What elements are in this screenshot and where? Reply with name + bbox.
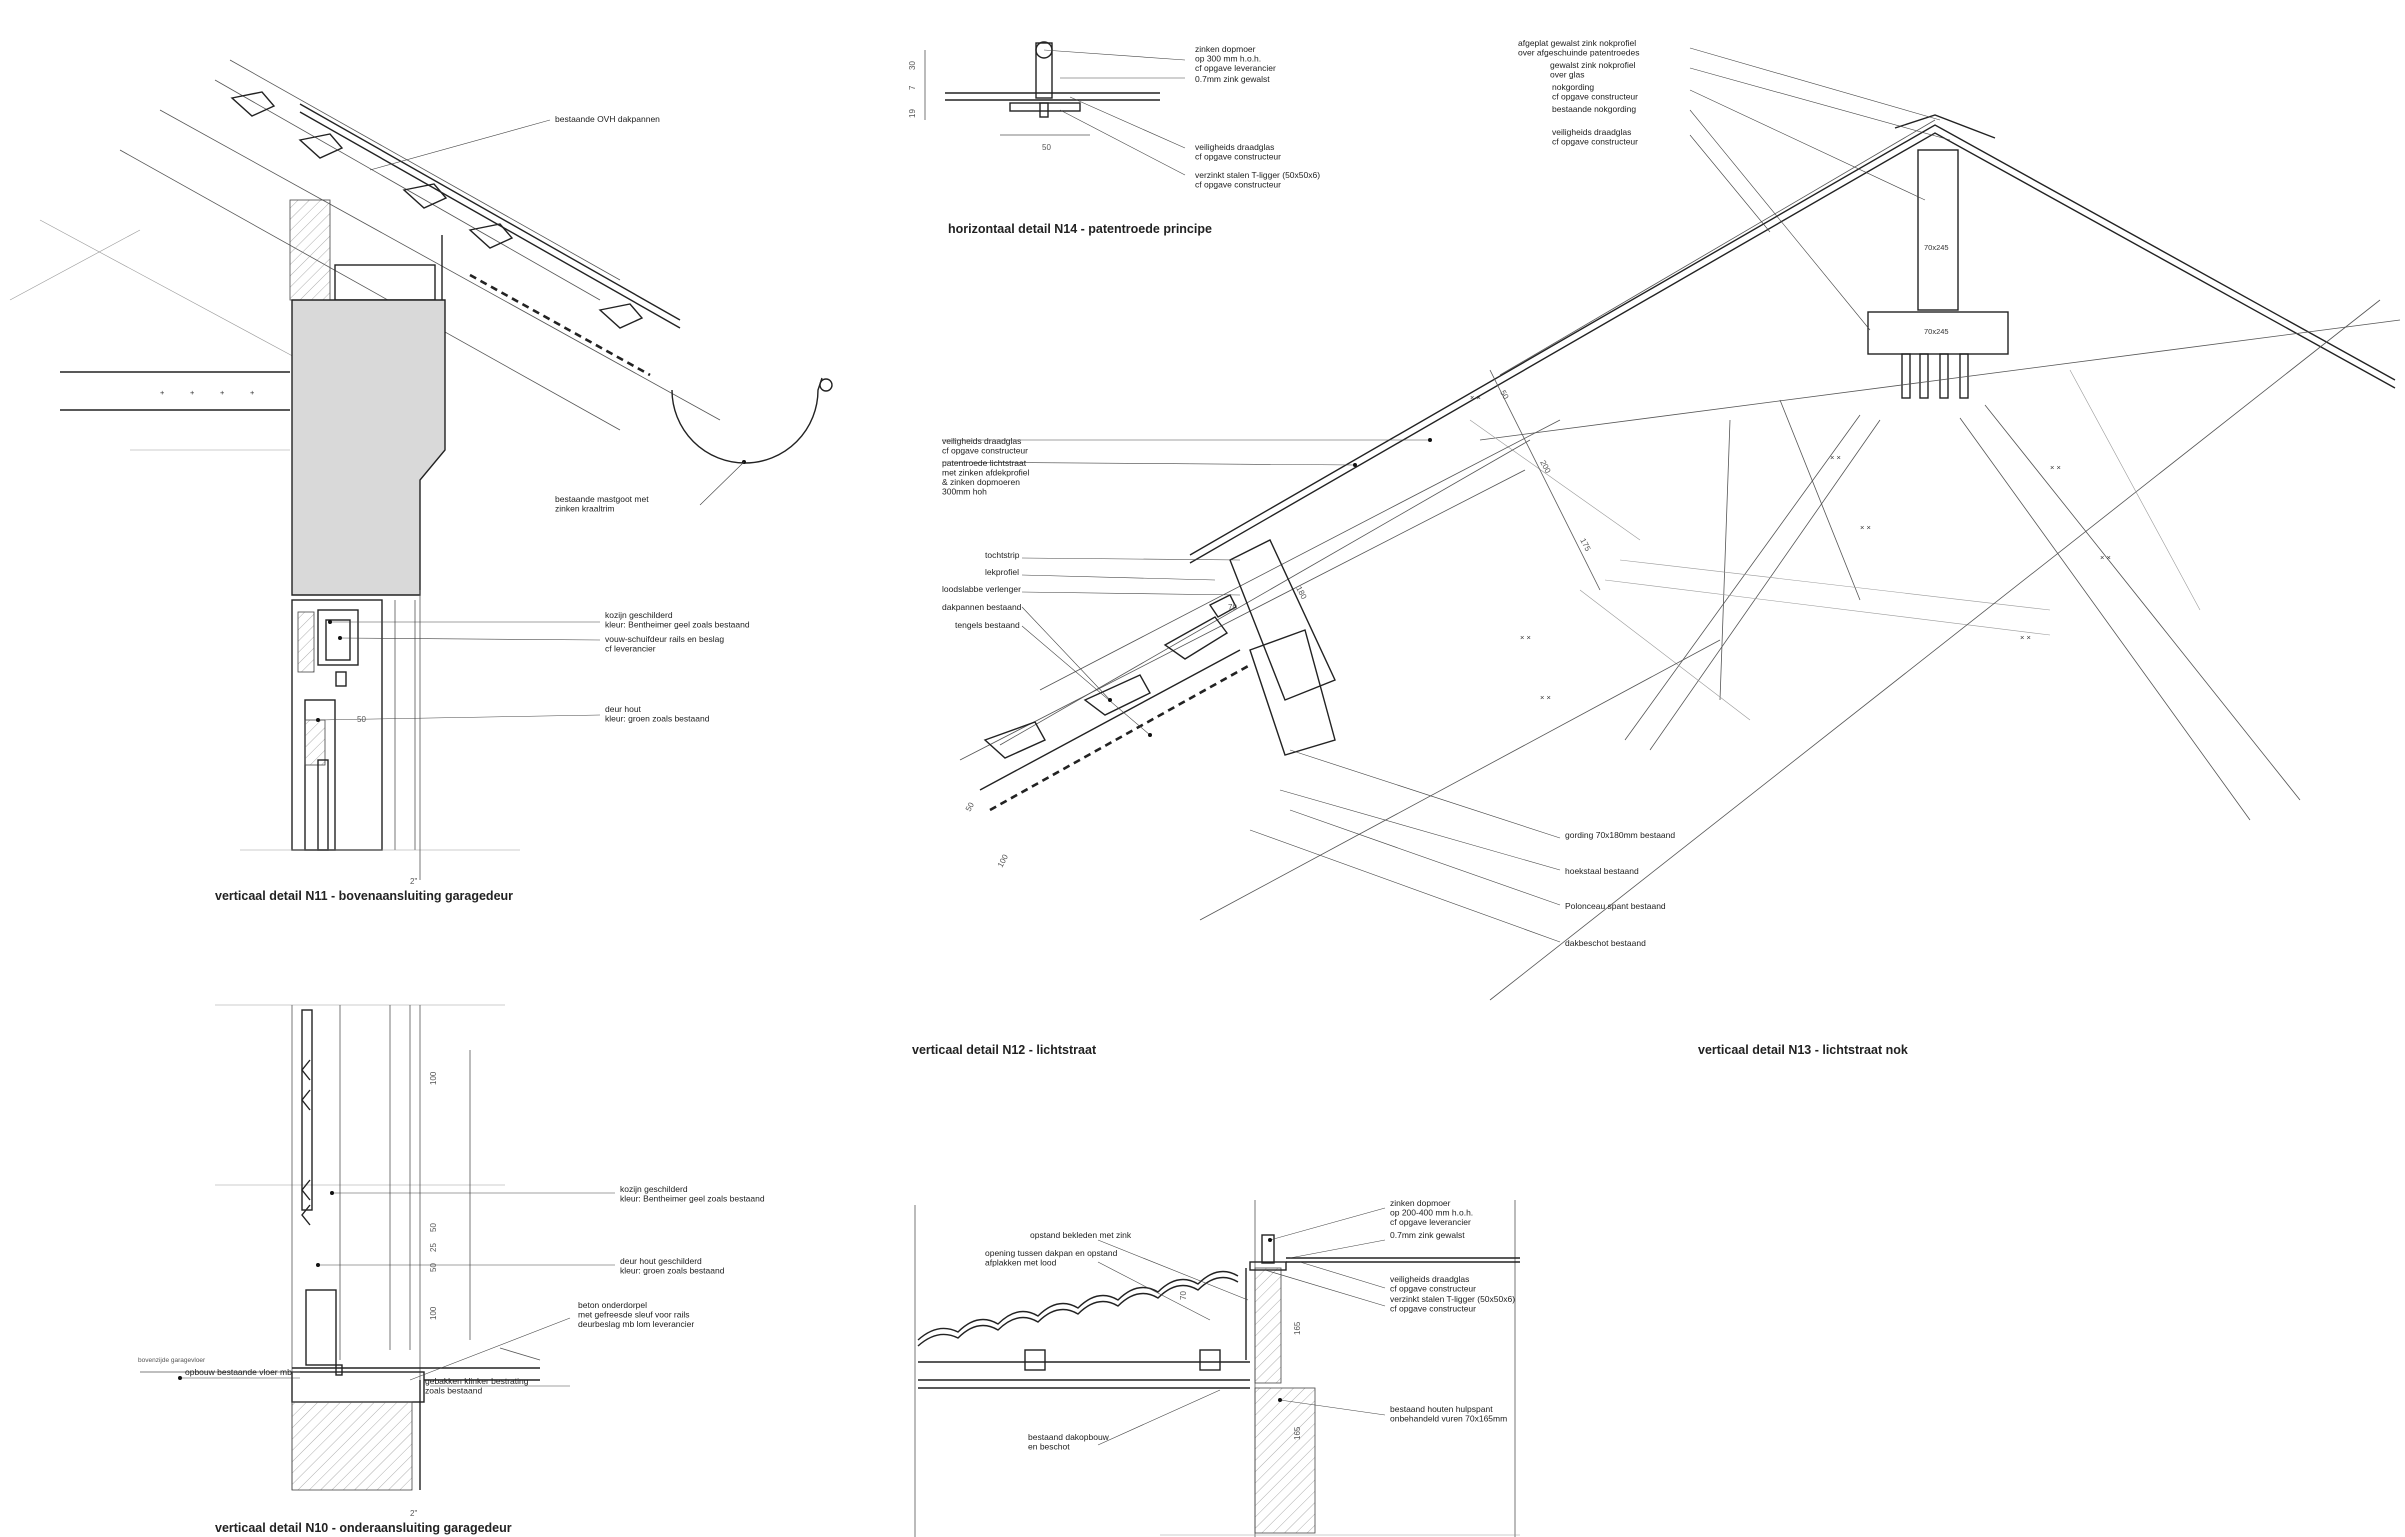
n15-dim-0: 70 [1179, 1291, 1188, 1300]
svg-text:+: + [160, 388, 165, 397]
svg-text:× ×: × × [1470, 393, 1481, 402]
n11-dim-1: 2" [410, 877, 417, 886]
n14-label-3: verzinkt stalen T-ligger (50x50x6)cf opg… [1195, 170, 1320, 190]
n12-dim-0: 180 [1294, 585, 1308, 601]
n13-title: verticaal detail N13 - lichtstraat nok [1698, 1043, 1908, 1057]
n12-label-7: gording 70x180mm bestaand [1565, 830, 1675, 840]
svg-text:× ×: × × [2100, 553, 2111, 562]
n10-dim-1: 50 [429, 1223, 438, 1232]
n14-title: horizontaal detail N14 - patentroede pri… [948, 222, 1212, 236]
svg-text:+: + [190, 388, 195, 397]
n12-label-4: loodslabbe verlenger [942, 584, 1021, 594]
n15-label-4: 0.7mm zink gewalst [1390, 1230, 1465, 1240]
n13-mark-1: 70x245 [1924, 327, 1949, 336]
n15-label-6: verzinkt stalen T-ligger (50x50x6)cf opg… [1390, 1294, 1515, 1314]
n12-label-8: hoekstaal bestaand [1565, 866, 1639, 876]
n13-dim-1: 200 [1538, 459, 1552, 475]
n12-dim-2: 100 [996, 852, 1010, 868]
n12-label-2: tochtstrip [985, 550, 1020, 560]
n14-dim-1: 7 [908, 85, 917, 90]
n15-dim-1: 165 [1293, 1321, 1302, 1335]
svg-text:× ×: × × [1540, 693, 1551, 702]
n14-label-1: 0.7mm zink gewalst [1195, 74, 1270, 84]
n10-level: bovenzijde garagevloer [138, 1357, 206, 1364]
n12-label-3: lekprofiel [985, 567, 1019, 577]
n12-title: verticaal detail N12 - lichtstraat [912, 1043, 1097, 1057]
n12-dim-3: 70 [1228, 603, 1237, 612]
n12-label-6: tengels bestaand [955, 620, 1020, 630]
n10-dim-0: 100 [429, 1071, 438, 1085]
svg-text:+: + [250, 388, 255, 397]
detail-n10 [140, 1004, 615, 1491]
detail-n11: + + + + [9, 59, 833, 880]
n13-label-3: bestaande nokgording [1552, 104, 1636, 114]
n10-dim-3: 50 [429, 1263, 438, 1272]
n13-mark-0: 70x245 [1924, 243, 1949, 252]
n10-label-3: opbouw bestaande vloer mb [185, 1367, 292, 1377]
n14-dim-3: 50 [1042, 143, 1051, 152]
n14-dim-2: 19 [908, 109, 917, 118]
svg-text:× ×: × × [1830, 453, 1841, 462]
svg-text:+: + [220, 388, 225, 397]
n11-label-0: bestaande OVH dakpannen [555, 114, 660, 124]
n10-title: verticaal detail N10 - onderaansluiting … [215, 1521, 512, 1535]
detail-n15 [914, 1200, 1520, 1537]
n10-dim-5: 2" [410, 1509, 417, 1518]
detail-n14 [924, 41, 1186, 176]
n14-dim-0: 30 [908, 61, 917, 70]
n10-dim-4: 100 [429, 1306, 438, 1320]
n15-label-0: opstand bekleden met zink [1030, 1230, 1132, 1240]
n10-dim-2: 25 [429, 1243, 438, 1252]
n11-title: verticaal detail N11 - bovenaansluiting … [215, 889, 513, 903]
svg-text:× ×: × × [1860, 523, 1871, 532]
n12-label-5: dakpannen bestaand [942, 602, 1022, 612]
svg-text:× ×: × × [2050, 463, 2061, 472]
n15-dim-2: 165 [1293, 1426, 1302, 1440]
n11-dim-0: 50 [357, 715, 366, 724]
svg-text:× ×: × × [1520, 633, 1531, 642]
svg-text:× ×: × × [2020, 633, 2031, 642]
n12-label-9: Polonceau spant bestaand [1565, 901, 1666, 911]
n12-label-10: dakbeschot bestaand [1565, 938, 1646, 948]
n12-dim-1: 50 [964, 800, 976, 813]
detail-n12-n13: × × × × × × × × × × × × × × × × [941, 47, 2401, 1001]
